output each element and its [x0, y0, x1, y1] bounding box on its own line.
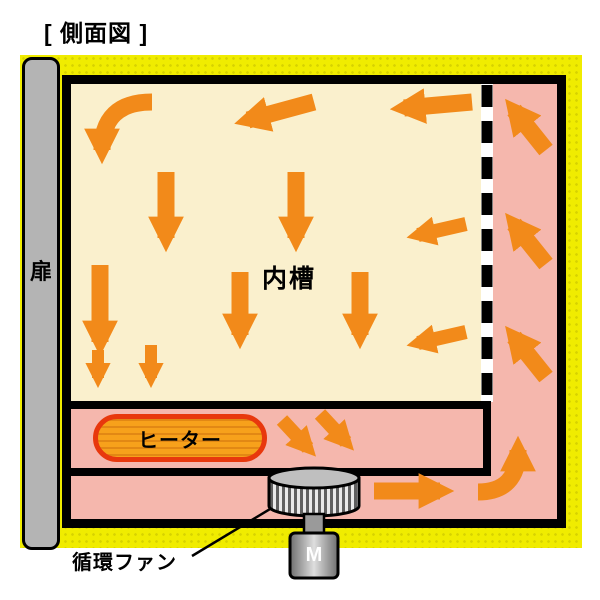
motor-body — [288, 531, 340, 580]
fan-top — [267, 466, 361, 490]
circulation-fan — [267, 466, 361, 518]
inner-chamber-label: 内槽 — [262, 265, 317, 293]
arrow-heater-to-fan-2 — [314, 409, 355, 451]
arrow-duct-up-2 — [505, 212, 553, 270]
arrow-top-leftward-right — [389, 88, 473, 124]
arrow-heater-to-fan-1 — [276, 415, 317, 457]
arrow-duct-corner-up — [477, 435, 536, 501]
arrow-duct-to-chamber-lower — [406, 324, 468, 354]
arrow-top-curve-down-left — [84, 93, 153, 165]
heater-label: ヒーター — [138, 429, 222, 452]
arrow-duct-up-1 — [505, 98, 553, 156]
page-title: [ 側面図 ] — [44, 20, 149, 46]
airflow-arrows — [82, 88, 553, 509]
arrow-duct-to-chamber-upper — [406, 216, 468, 246]
motor-letter: M — [305, 544, 323, 566]
heater: ヒーター — [93, 414, 267, 462]
arrow-top-leftward-center — [234, 93, 317, 132]
circulation-fan-label: 循環ファン — [72, 552, 177, 574]
door-label: 扉 — [29, 259, 52, 284]
door-panel — [22, 57, 60, 550]
motor — [288, 512, 340, 580]
chamber-bottom-wall — [66, 401, 491, 472]
arrow-duct-up-3 — [505, 325, 553, 383]
